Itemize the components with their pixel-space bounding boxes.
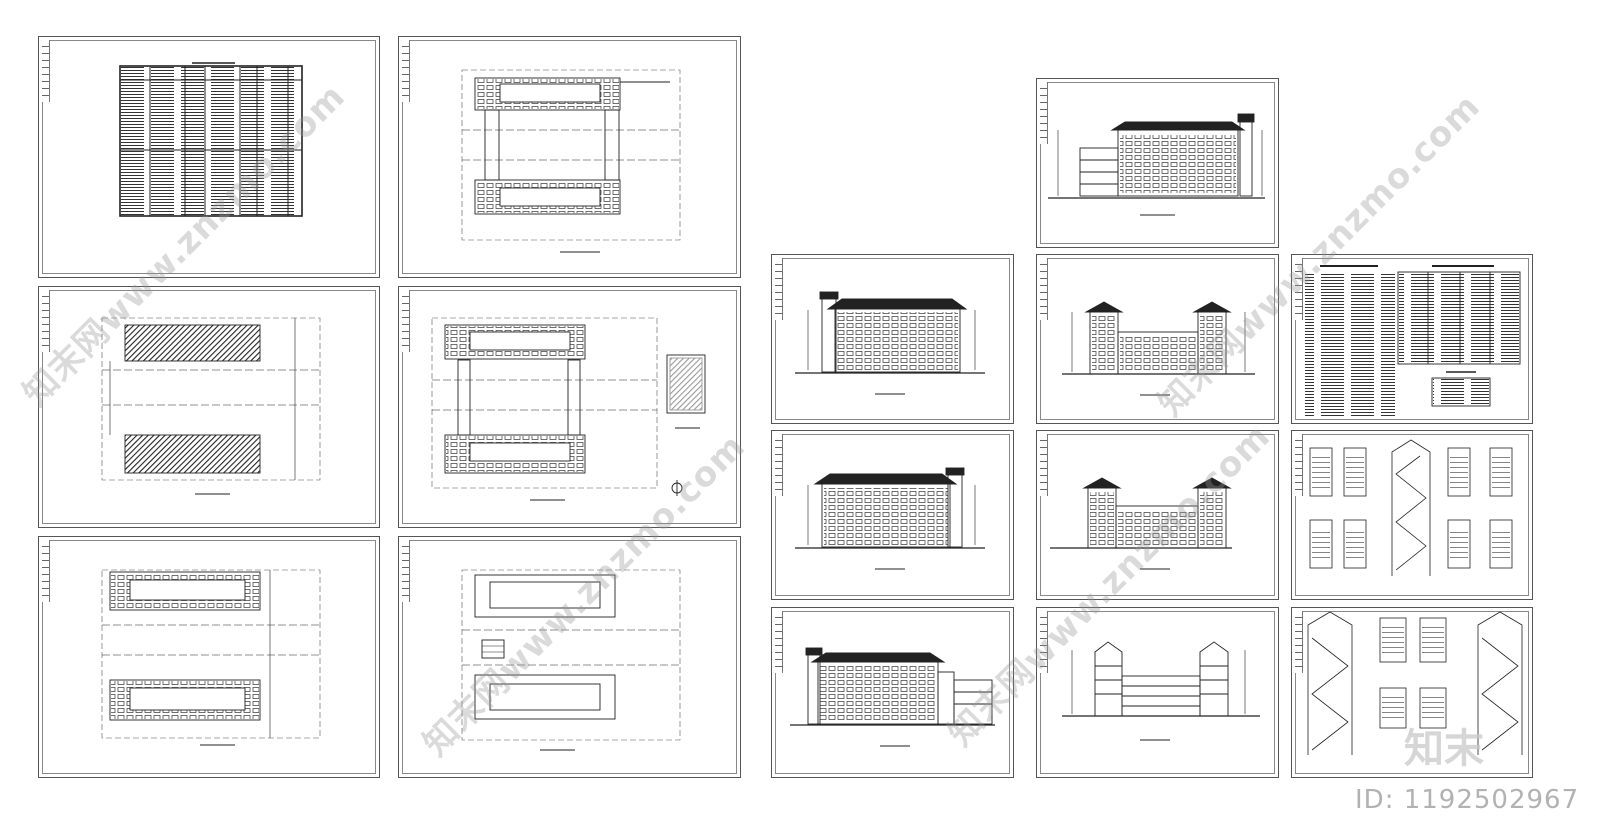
floor-plan-4-drawing	[461, 569, 681, 751]
elevation-5-drawing	[1062, 301, 1255, 396]
elevation-1-drawing	[1048, 113, 1265, 216]
sheet-stair-details-2[interactable]	[1291, 607, 1533, 778]
sheet-floor-plan-4[interactable]	[398, 536, 741, 778]
title-block-strip	[1295, 258, 1303, 320]
floor-plan-1-drawing	[461, 69, 681, 253]
title-block-strip	[42, 290, 50, 352]
title-block-strip	[1295, 434, 1303, 496]
sheet-section-1[interactable]	[1036, 607, 1279, 778]
elevation-4-drawing	[790, 647, 995, 747]
title-block-strip	[402, 290, 410, 352]
title-block-strip	[1040, 434, 1048, 496]
elevation-6-drawing	[1050, 477, 1232, 570]
asset-id-label: ID: 1192502967	[1355, 785, 1580, 815]
title-block-strip	[1040, 611, 1048, 673]
stair-details-2-drawing	[1307, 611, 1523, 755]
title-block-strip	[1040, 258, 1048, 320]
title-block-strip	[402, 540, 410, 602]
stair-details-1-drawing	[1309, 439, 1513, 576]
title-block-strip	[42, 40, 50, 102]
title-block-strip	[1040, 82, 1048, 144]
elevation-3-drawing	[795, 467, 985, 570]
title-block-strip	[402, 40, 410, 102]
floor-plan-3-drawing	[101, 569, 321, 746]
title-block-strip	[1295, 611, 1303, 673]
floor-plan-2-drawing	[431, 317, 706, 501]
design-table-drawing	[119, 62, 303, 217]
title-block-strip	[42, 540, 50, 602]
title-block-strip	[775, 258, 783, 320]
section-1-drawing	[1062, 641, 1260, 741]
title-block-strip	[775, 611, 783, 673]
roof-plan-drawing	[101, 317, 321, 495]
brand-logo: 知末	[1404, 726, 1484, 772]
design-notes-drawing	[1305, 265, 1521, 417]
elevation-2-drawing	[795, 291, 985, 395]
title-block-strip	[775, 434, 783, 496]
sheet-floor-plan-1[interactable]	[398, 36, 741, 278]
